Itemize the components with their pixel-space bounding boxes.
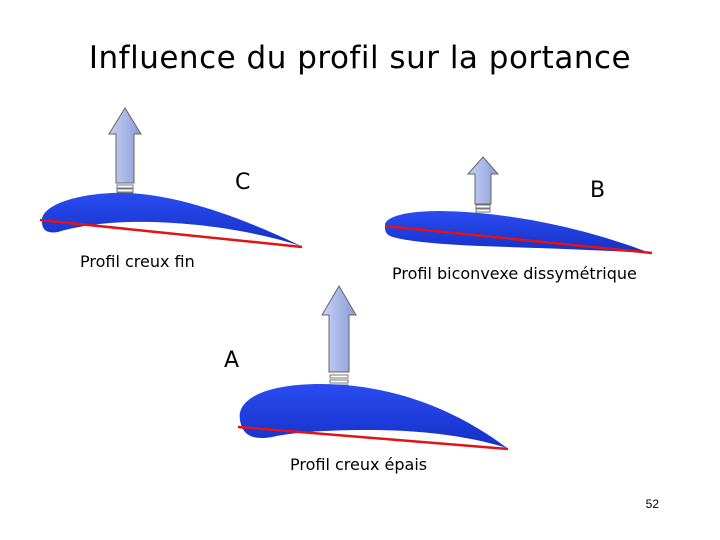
profile-letter-a: A [224,348,240,373]
airfoil-shape [384,211,650,253]
profile-biconvexe [384,156,653,255]
page-number: 52 [645,497,659,511]
chord-line [39,218,303,249]
up-arrow-icon [108,107,142,197]
profile-label-creux-fin: Profil creux fin [80,252,195,271]
page-title: Influence du profil sur la portance [88,40,632,76]
profile-label-biconvexe: Profil biconvexe dissymétrique [392,264,637,283]
profile-letter-b: B [590,178,606,203]
up-arrow-icon [321,285,357,389]
chord-line [237,425,509,451]
chord-line [384,224,653,255]
profile-letter-c: C [235,170,251,195]
airfoil-shape [41,192,301,246]
profile-creux-epais [237,285,509,451]
profile-label-creux-epais: Profil creux épais [290,455,428,474]
profile-creux-fin [39,107,303,249]
up-arrow-icon [466,156,500,213]
